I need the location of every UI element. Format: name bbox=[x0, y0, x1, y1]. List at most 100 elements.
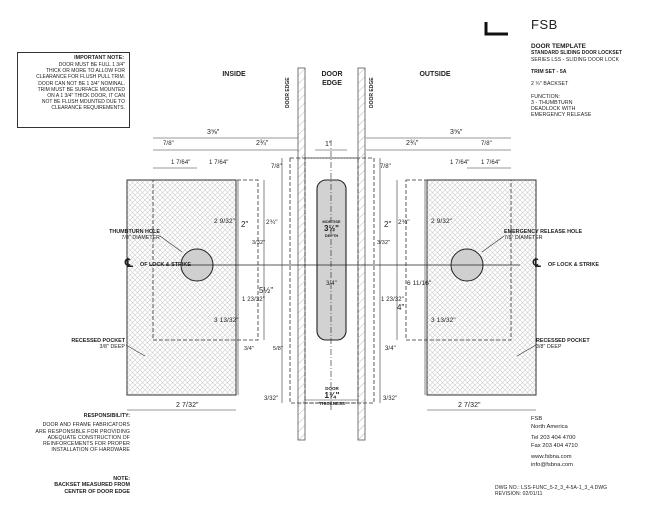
lock-strike-label-right: OF LOCK & STRIKE bbox=[548, 262, 599, 268]
door-thickness-bottom: THICKNESS bbox=[318, 401, 345, 406]
contact-fax: Fax 203 404 4710 bbox=[531, 442, 578, 449]
door-edge-band-left bbox=[297, 67, 306, 441]
door-edge-line: DOOR bbox=[321, 71, 343, 78]
backset: 2 ¾" BACKSET bbox=[531, 81, 569, 88]
dim-label: 3/32" bbox=[377, 240, 391, 246]
dim-label: 3/32" bbox=[383, 396, 398, 402]
dim-label: 3⅝" bbox=[207, 129, 220, 136]
dim-label: 3 13/32" bbox=[214, 317, 239, 324]
leader-line bbox=[125, 344, 146, 357]
mortise-line2: DEPTH bbox=[324, 233, 339, 238]
note-line: THICK OR MORE TO ALLOW FOR bbox=[46, 68, 125, 75]
dim-label: 1" bbox=[325, 141, 332, 148]
backset-note-line: CENTER OF DOOR EDGE bbox=[64, 488, 130, 495]
door-edge-vertical-right: DOOR EDGE bbox=[369, 77, 375, 108]
dim-label: 5/8" bbox=[273, 346, 283, 352]
recessed-pocket-sub: 3/8" DEEP bbox=[99, 344, 125, 351]
trim-set: TRIM SET - 5A bbox=[531, 69, 567, 76]
inside-label: INSIDE bbox=[222, 71, 246, 78]
backset-note-heading: NOTE: bbox=[113, 476, 130, 482]
important-note-body: DOOR MUST BE FULL 1 3/4" THICK OR MORE T… bbox=[22, 62, 125, 112]
mortise-line1: MORTISE bbox=[322, 219, 341, 224]
subtitle: STANDARD SLIDING DOOR LOCKSET bbox=[531, 50, 623, 57]
series: SERIES LSS - SLIDING DOOR LOCK bbox=[531, 56, 620, 63]
dim-label: 1 23/32" bbox=[242, 297, 265, 303]
revision: REVISION: 02/01/11 bbox=[495, 491, 543, 498]
leader-line bbox=[516, 344, 537, 357]
dim-label: 1 7/64" bbox=[481, 160, 501, 166]
note-line: CLEARANCE REQUIREMENTS. bbox=[51, 105, 125, 112]
trim-outline-left bbox=[152, 179, 259, 341]
dim-label: 2 9/32" bbox=[214, 218, 236, 225]
door-thickness-label: DOOR 1¾" THICKNESS bbox=[310, 386, 354, 406]
thumbturn-hole-title: THUMBTURN HOLE bbox=[109, 229, 160, 235]
dim-label: 6 11/16" bbox=[407, 280, 432, 287]
door-edge-title: DOOR EDGE bbox=[306, 70, 358, 88]
leader-line bbox=[159, 235, 183, 253]
dim-label: 2" bbox=[241, 220, 249, 229]
responsibility-line: DOOR AND FRAME FABRICATORS bbox=[42, 422, 130, 429]
important-note-box: IMPORTANT NOTE: DOOR MUST BE FULL 1 3/4"… bbox=[17, 52, 130, 128]
dim-label: 1 7/64" bbox=[209, 160, 229, 166]
centerline-symbol-icon: ℄ bbox=[533, 256, 541, 270]
backset-note-line: BACKSET MEASURED FROM bbox=[54, 482, 130, 489]
dwg-number: DWG NO.: LSS-FUNC_5-2_3_4-5A-1_3_4.DWG bbox=[495, 485, 608, 491]
dim-label: 2¾" bbox=[266, 219, 278, 226]
dim-label: 3/4" bbox=[326, 281, 337, 287]
recessed-pocket-callout-right: RECESSED POCKET 3/8" DEEP bbox=[536, 338, 646, 351]
lock-strike-label-left: OF LOCK & STRIKE bbox=[140, 262, 191, 268]
dim-label: 7/8" bbox=[481, 141, 492, 147]
leader-line bbox=[481, 235, 505, 253]
trim-outline-right bbox=[405, 179, 512, 341]
recessed-pocket-title: RECESSED POCKET bbox=[536, 338, 590, 344]
dim-label: 2" bbox=[384, 220, 392, 229]
drawing-info: DWG NO.: LSS-FUNC_5-2_3_4-5A-1_3_4.DWG R… bbox=[495, 485, 660, 497]
dim-label: 7/8" bbox=[380, 164, 391, 170]
dim-label: 2 9/32" bbox=[431, 218, 453, 225]
contact-block: FSB North America Tel 203 404 4700 Fax 2… bbox=[531, 416, 656, 469]
thumbturn-hole-sub: 7/8" DIAMETER bbox=[121, 235, 160, 242]
contact-web[interactable]: www.fsbna.com bbox=[531, 454, 572, 460]
dim-label: 2¾" bbox=[406, 140, 419, 147]
mortise-depth-label: MORTISE 3½" DEPTH bbox=[317, 219, 346, 238]
responsibility-line: REINFORCEMENTS FOR PROPER bbox=[43, 441, 130, 448]
dim-label: 2¾" bbox=[398, 219, 410, 226]
responsibility-line: ADEQUATE CONSTRUCTION OF bbox=[47, 434, 130, 441]
recessed-pocket-sub: 3/8" DEEP bbox=[536, 344, 562, 351]
responsibility-block: RESPONSIBILITY: DOOR AND FRAME FABRICATO… bbox=[15, 413, 130, 453]
fsb-logo-mark bbox=[484, 22, 508, 36]
function-line: DEADLOCK WITH bbox=[531, 106, 576, 113]
dim-label: 3/32" bbox=[264, 396, 279, 402]
note-line: NOT BE FLUSH MOUNTED DUE TO bbox=[41, 99, 125, 106]
outside-label: OUTSIDE bbox=[419, 71, 451, 78]
recessed-pocket-callout-left: RECESSED POCKET 3/8" DEEP bbox=[15, 338, 125, 351]
door-edge-band-right bbox=[357, 67, 366, 441]
door-thickness-top: DOOR bbox=[325, 386, 339, 391]
backset-note: NOTE: BACKSET MEASURED FROM CENTER OF DO… bbox=[15, 476, 130, 495]
contact-email[interactable]: info@fsbna.com bbox=[531, 461, 573, 468]
centerline-symbol-icon: ℄ bbox=[125, 256, 133, 270]
dim-label: 2 7/32" bbox=[458, 402, 481, 409]
dim-label: 3⅝" bbox=[450, 129, 463, 136]
note-line: DOOR MUST BE FULL 1 3/4" bbox=[58, 62, 125, 68]
dim-label: 1 7/64" bbox=[171, 160, 191, 166]
important-note-heading: IMPORTANT NOTE: bbox=[74, 55, 124, 61]
mortise-value: 3½" bbox=[324, 224, 339, 233]
door-thickness-value: 1¾" bbox=[324, 391, 340, 400]
contact-region: North America bbox=[531, 423, 568, 430]
dim-label: 7/8" bbox=[163, 141, 174, 147]
responsibility-heading: RESPONSIBILITY: bbox=[83, 413, 130, 419]
function-line: EMERGENCY RELEASE bbox=[531, 112, 592, 119]
function-label: FUNCTION: bbox=[531, 93, 561, 100]
dim-label: 3/4" bbox=[244, 346, 254, 352]
dim-label: 7/8" bbox=[271, 164, 282, 170]
responsibility-line: ARE RESPONSIBLE FOR PROVIDING bbox=[35, 428, 130, 435]
dim-label: 1 23/32" bbox=[381, 297, 404, 303]
emergency-hole-callout: EMERGENCY RELEASE HOLE 7/8" DIAMETER bbox=[504, 229, 634, 242]
door-edge-vertical-left: DOOR EDGE bbox=[285, 77, 291, 108]
responsibility-line: INSTALLATION OF HARDWARE bbox=[51, 447, 130, 454]
note-line: TRIM MUST BE SURFACE MOUNTED bbox=[37, 86, 125, 93]
emergency-hole-sub: 7/8" DIAMETER bbox=[504, 235, 543, 242]
dim-label: 2¾" bbox=[256, 140, 269, 147]
